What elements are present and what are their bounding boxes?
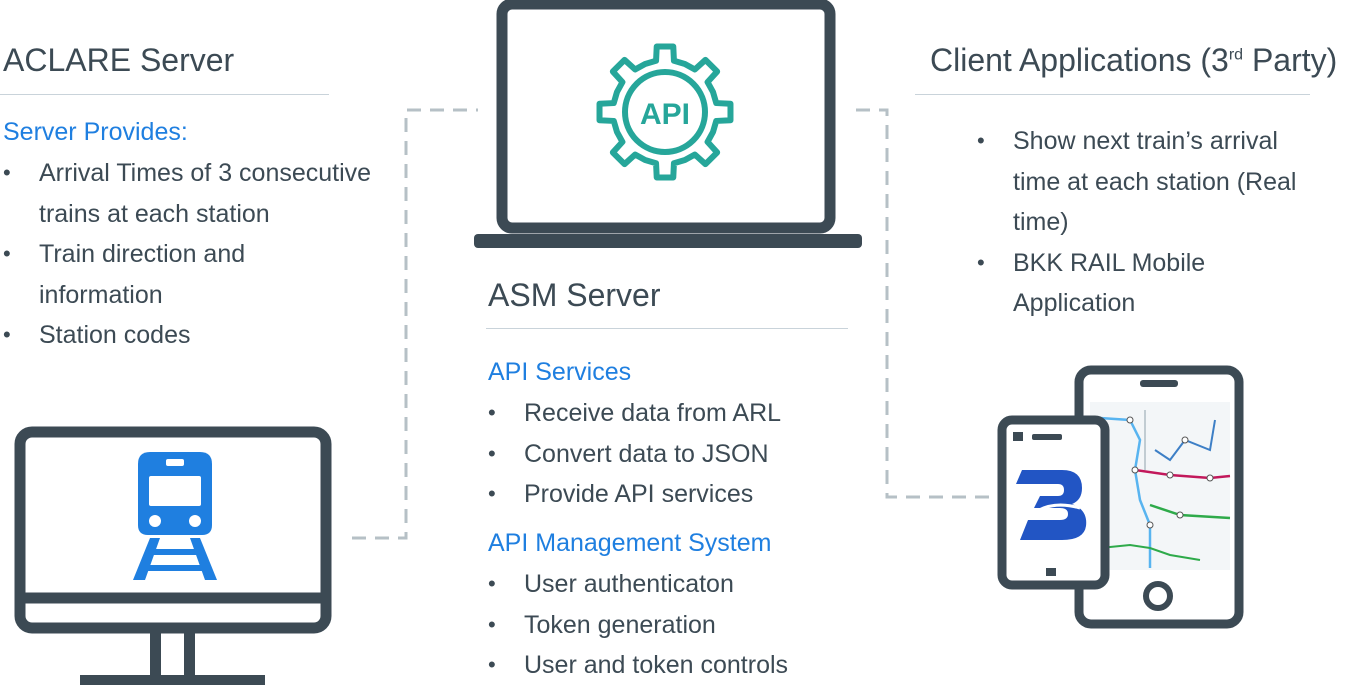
api-management-list: User authenticaton Token generation User… bbox=[488, 564, 868, 686]
api-management-title: API Management System bbox=[488, 529, 772, 557]
api-services-list: Receive data from ARL Convert data to JS… bbox=[488, 393, 868, 515]
rail-map-image bbox=[1090, 402, 1231, 570]
list-item: Arrival Times of 3 consecutive trains at… bbox=[3, 153, 413, 234]
list-item: Provide API services bbox=[488, 474, 868, 515]
client-title-main: Client Applications (3 bbox=[930, 42, 1229, 78]
api-gear-icon bbox=[596, 43, 734, 181]
list-item: User and token controls bbox=[488, 645, 868, 686]
api-gear-label: API bbox=[640, 98, 690, 131]
connector-aclare-asm bbox=[352, 108, 478, 540]
client-title-divider bbox=[915, 94, 1310, 95]
list-item: Station codes bbox=[3, 315, 413, 356]
client-list: Show next train’s arrival time at each s… bbox=[977, 121, 1312, 324]
desktop-monitor-icon bbox=[14, 426, 332, 685]
connector-asm-client bbox=[856, 108, 990, 499]
aclare-title-divider bbox=[0, 94, 329, 95]
laptop-icon bbox=[474, 0, 862, 248]
aclare-subtitle: Server Provides: bbox=[3, 118, 188, 146]
client-title-end: Party) bbox=[1243, 42, 1338, 78]
list-item: User authenticaton bbox=[488, 564, 868, 605]
client-title-superscript: rd bbox=[1228, 46, 1244, 64]
bkk-rail-logo-icon bbox=[1016, 470, 1087, 540]
list-item: Show next train’s arrival time at each s… bbox=[977, 121, 1312, 243]
list-item: Train direction and information bbox=[3, 234, 413, 315]
aclare-server-title: ACLARE Server bbox=[3, 42, 235, 78]
aclare-list: Arrival Times of 3 consecutive trains at… bbox=[3, 153, 413, 356]
list-item: Receive data from ARL bbox=[488, 393, 868, 434]
list-item: BKK RAIL Mobile Application bbox=[977, 243, 1312, 324]
train-icon bbox=[133, 452, 217, 580]
asm-server-title: ASM Server bbox=[488, 277, 661, 313]
list-item: Convert data to JSON bbox=[488, 434, 868, 475]
list-item: Token generation bbox=[488, 605, 868, 646]
asm-title-divider bbox=[486, 328, 848, 329]
client-apps-title: Client Applications (3rd Party) bbox=[930, 42, 1337, 79]
api-services-title: API Services bbox=[488, 358, 632, 386]
